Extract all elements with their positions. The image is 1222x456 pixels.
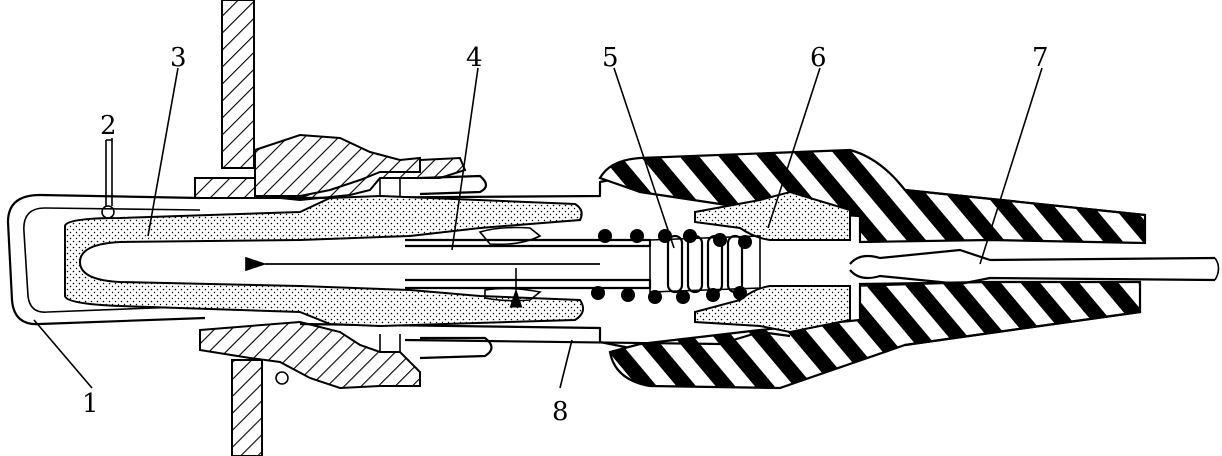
hex-body: [194, 133, 467, 390]
protective-tube: [6, 193, 206, 326]
vent-hole: [101, 205, 115, 219]
contact-strip: [404, 330, 791, 346]
callout-3: 3: [170, 43, 187, 73]
callout-6: 6: [810, 43, 827, 73]
mounting-wall: [221, 0, 263, 456]
callout-8: 8: [552, 397, 569, 427]
callout-1: 1: [82, 389, 99, 419]
callout-4: 4: [466, 43, 483, 73]
rubber-boot: [598, 148, 1147, 390]
callout-7: 7: [1032, 43, 1049, 73]
signal-cable: [849, 188, 1220, 347]
leader-lines: [33, 67, 1043, 389]
contact-spring: [591, 229, 761, 304]
seal-ring: [275, 371, 289, 385]
callouts: 1 2 3 4 5 6 7 8: [82, 43, 1049, 427]
callout-2: 2: [100, 111, 117, 141]
callout-5: 5: [602, 43, 619, 73]
